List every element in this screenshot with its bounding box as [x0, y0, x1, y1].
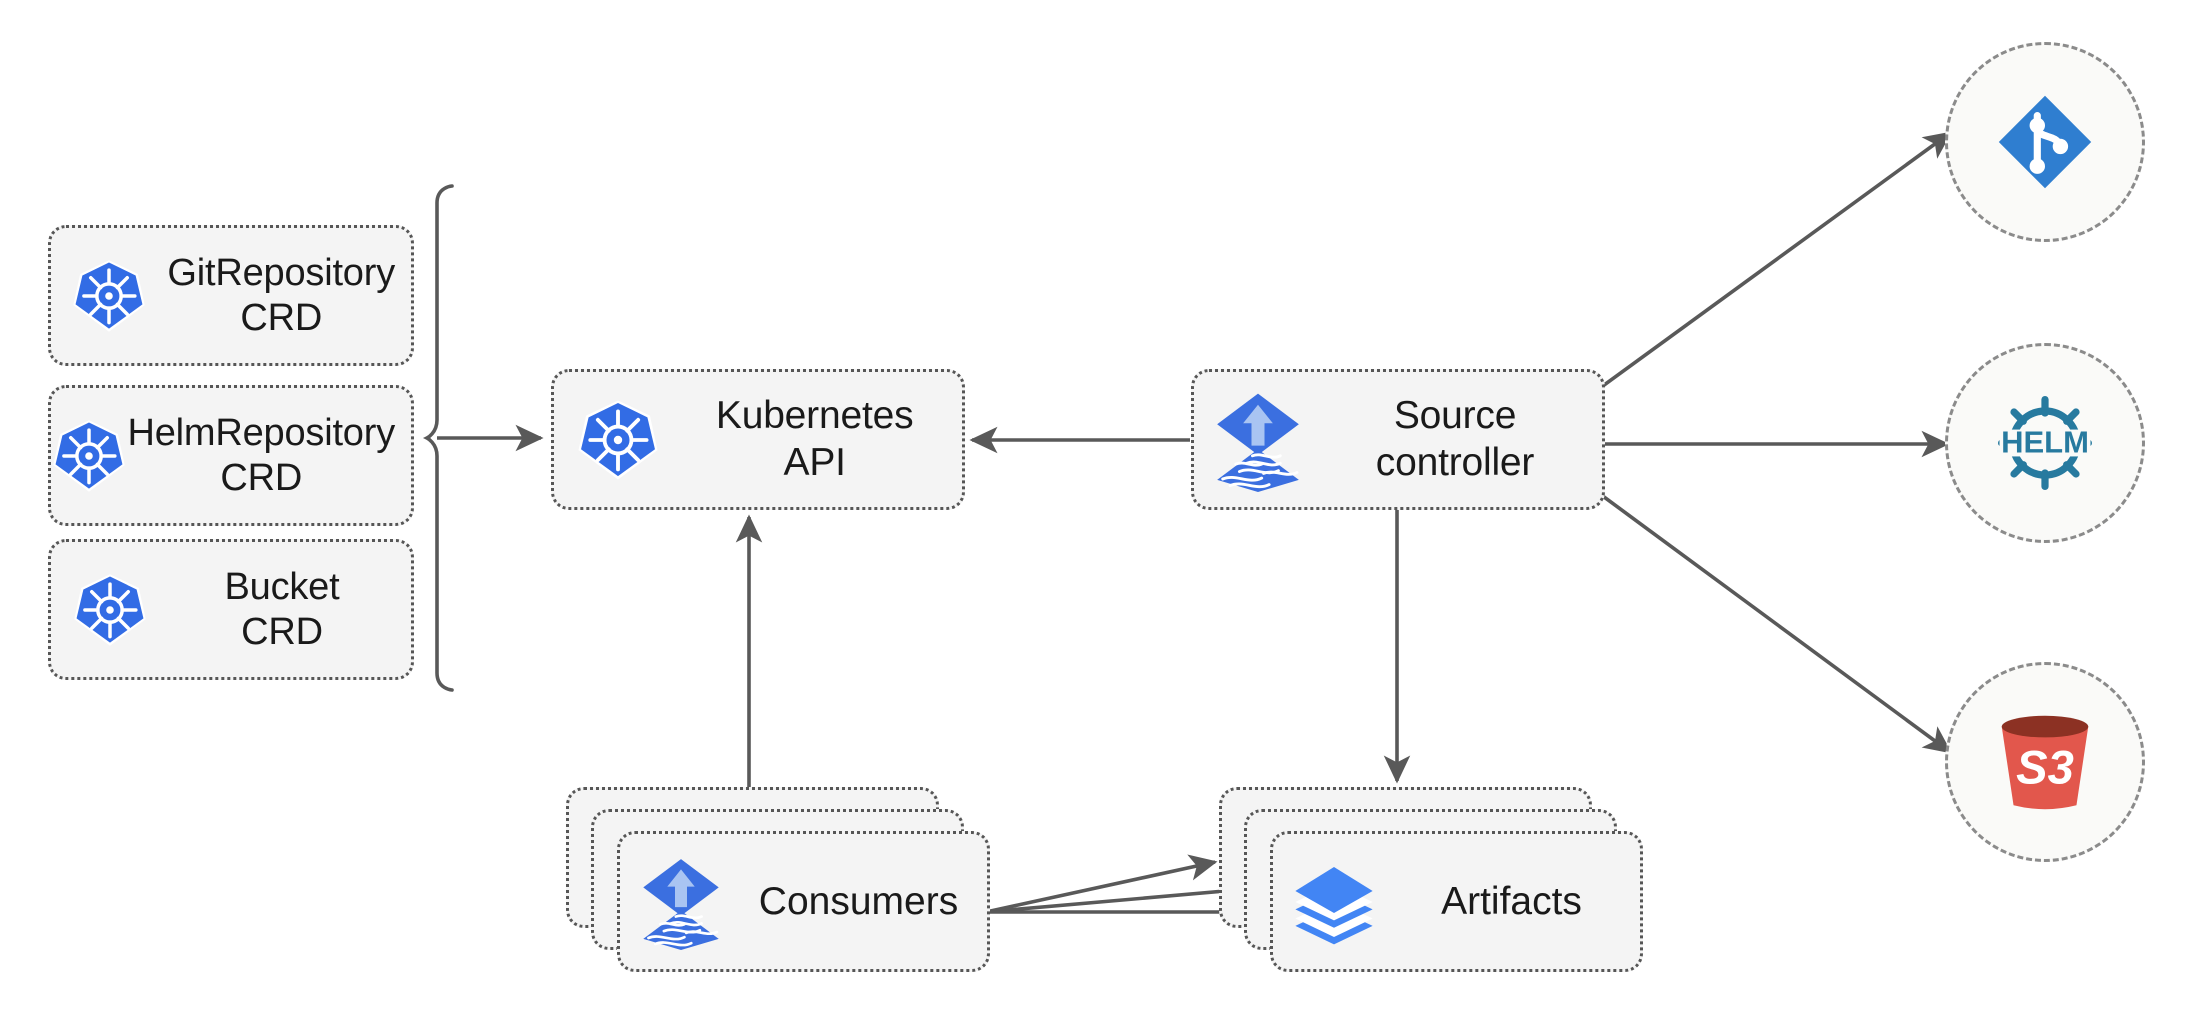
node-label: Kubernetes API: [715, 394, 914, 484]
consumers-card-front[interactable]: Consumers: [617, 831, 990, 972]
node-label: GitRepository CRD: [167, 251, 395, 339]
node-consumers[interactable]: Consumers: [566, 787, 990, 972]
node-label: Artifacts: [1441, 879, 1582, 923]
source-s3-circle[interactable]: S3: [1945, 662, 2145, 862]
node-label: Source controller: [1375, 394, 1535, 484]
node-artifacts[interactable]: Artifacts: [1219, 787, 1643, 972]
node-label: HelmRepository CRD: [127, 411, 395, 499]
s3-label: S3: [2016, 742, 2074, 795]
kubernetes-icon: [51, 418, 127, 494]
node-bucket-crd[interactable]: Bucket CRD: [48, 539, 414, 680]
helm-icon: HELM: [1983, 381, 2107, 505]
edge-source-controller-to-git: [1598, 131, 1953, 390]
edge-consumers-to-artifacts-card-1: [985, 854, 1218, 914]
layers-icon: [1273, 856, 1395, 948]
node-helmrepository-crd[interactable]: HelmRepository CRD: [48, 385, 414, 526]
edge-source-controller-to-s3: [1598, 492, 1953, 754]
s3-bucket-icon: S3: [1986, 706, 2104, 818]
node-source-controller[interactable]: Source controller: [1191, 369, 1605, 510]
node-label: Bucket CRD: [224, 565, 340, 653]
kubernetes-icon: [51, 258, 167, 334]
artifacts-card-front[interactable]: Artifacts: [1270, 831, 1643, 972]
kubernetes-icon: [51, 572, 169, 648]
kubernetes-icon: [554, 398, 681, 482]
crd-group-bracket: [422, 184, 454, 692]
node-label: Consumers: [758, 879, 959, 923]
git-icon: [1990, 87, 2100, 197]
source-git-circle[interactable]: [1945, 42, 2145, 242]
node-gitrepository-crd[interactable]: GitRepository CRD: [48, 225, 414, 366]
edge-consumers-to-artifacts-card-2: [985, 878, 1251, 914]
node-kubernetes-api[interactable]: Kubernetes API: [551, 369, 965, 510]
flux-icon: [620, 854, 742, 950]
source-helm-circle[interactable]: HELM: [1945, 343, 2145, 543]
flux-icon: [1194, 388, 1322, 492]
helm-label: HELM: [2001, 424, 2089, 459]
